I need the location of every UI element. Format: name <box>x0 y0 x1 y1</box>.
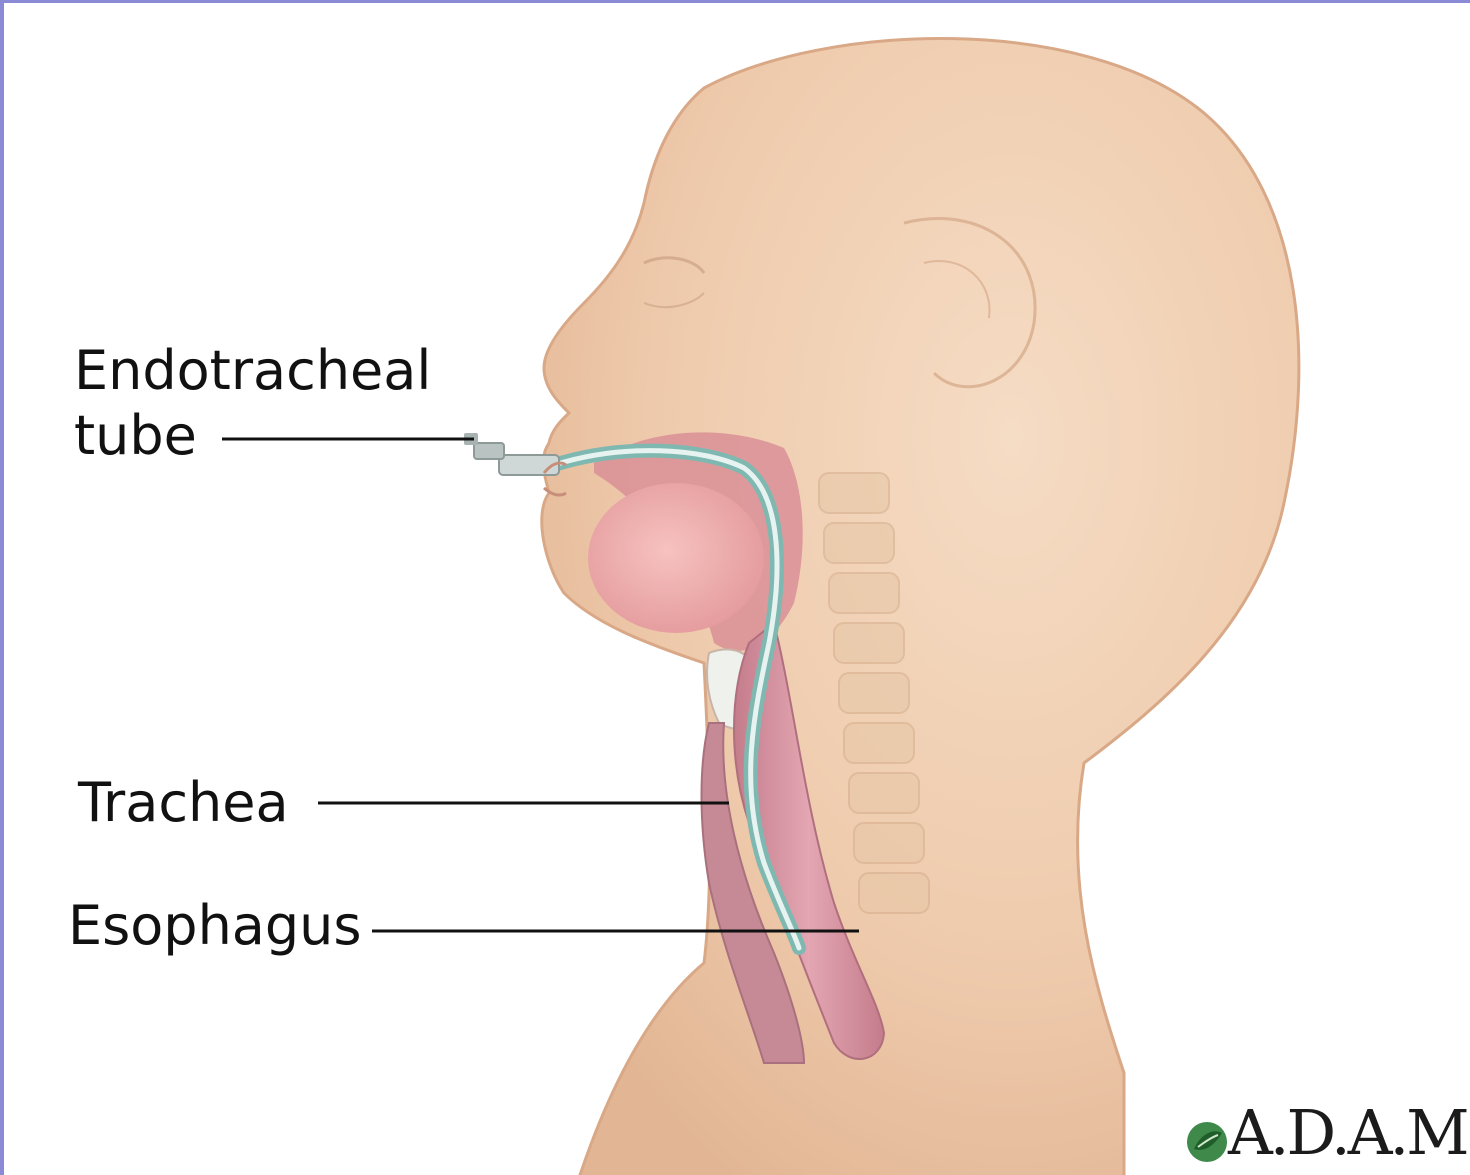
adam-leaf-icon <box>1184 1119 1230 1165</box>
tongue <box>588 483 764 633</box>
head-neck-illustration <box>4 3 1470 1175</box>
label-trachea: Trachea <box>78 770 289 836</box>
adam-logo: A.D.A.M. <box>1184 1101 1469 1173</box>
label-endotracheal-line2: tube <box>74 403 197 469</box>
adam-logo-text: A.D.A.M. <box>1228 1097 1470 1169</box>
tube-connector <box>464 433 559 475</box>
label-esophagus: Esophagus <box>68 893 362 959</box>
label-endotracheal-line1: Endotracheal <box>74 338 431 404</box>
